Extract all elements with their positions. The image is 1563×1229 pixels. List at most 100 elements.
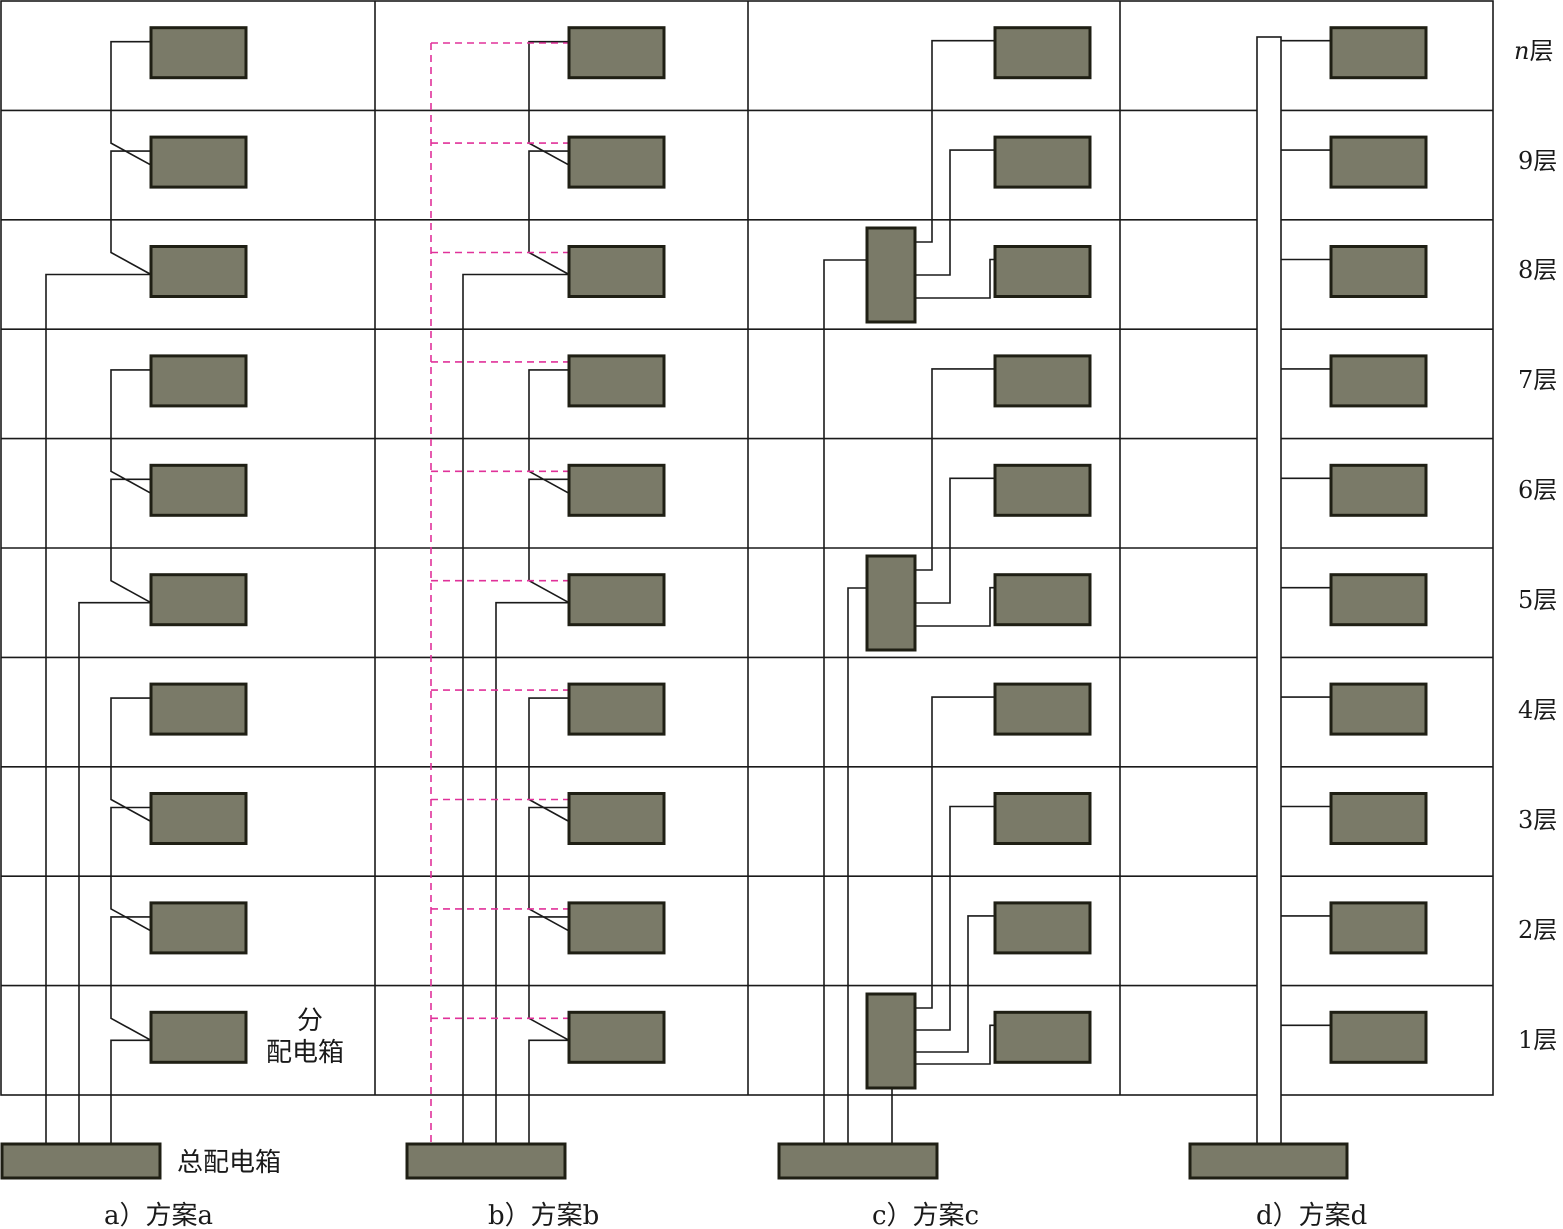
busway-riser-d	[1256, 36, 1282, 1145]
sub-box-b-floor-5	[567, 573, 666, 627]
floor-label-6: 6层	[1518, 476, 1557, 504]
riser-c-2	[847, 587, 867, 1144]
sub-box-a-floor-7	[149, 354, 248, 408]
chain-link-b	[528, 916, 570, 1042]
sub-box-b-floor-2	[567, 901, 666, 955]
floor-label-8: 8层	[1518, 256, 1557, 284]
riser-b-2	[495, 601, 569, 1144]
floor-label-n-suffix: 层	[1529, 37, 1553, 65]
riser-c-1	[823, 259, 867, 1144]
sub-box-d-floor-4	[1329, 682, 1428, 736]
riser-b-1	[462, 273, 569, 1144]
chain-link-a	[110, 478, 152, 604]
sub-box-c-floor-5	[993, 573, 1092, 627]
floor-label-n-prefix: n	[1514, 37, 1529, 65]
sub-box-d-floor-7	[1329, 354, 1428, 408]
sub-box-b-floor-3	[567, 792, 666, 845]
intermediate-box-c-2	[865, 554, 917, 652]
sub-box-a-floor-8	[149, 245, 248, 298]
chain-link-b	[528, 806, 570, 932]
main-box-callout: 总配电箱	[177, 1148, 281, 1178]
branch-c	[915, 696, 995, 1009]
sub-box-callout-line1: 分	[297, 1006, 323, 1036]
sub-box-c-floor-n	[993, 26, 1092, 80]
chain-link-b	[528, 150, 570, 276]
branch-c	[915, 477, 995, 604]
sub-box-c-floor-2	[993, 901, 1092, 955]
floor-label-n: n层	[1514, 37, 1553, 65]
sub-box-a-floor-3	[149, 792, 248, 845]
sub-box-callout-line2: 配电箱	[266, 1038, 344, 1068]
floor-label-7: 7层	[1518, 366, 1557, 394]
chain-link-a	[110, 916, 152, 1042]
sub-box-b-floor-7	[567, 354, 666, 408]
branch-c	[915, 368, 995, 571]
sub-box-a-floor-6	[149, 463, 248, 517]
sub-box-d-floor-2	[1329, 901, 1428, 955]
caption-scheme-a: a）方案a	[104, 1201, 213, 1229]
chain-link-b	[528, 369, 570, 495]
floor-label-9: 9层	[1518, 147, 1557, 175]
sub-box-d-floor-9	[1329, 135, 1428, 189]
intermediate-box-c-1	[865, 226, 917, 324]
main-box-b	[405, 1142, 567, 1180]
floor-label-3: 3层	[1518, 806, 1557, 834]
sub-box-c-floor-4	[993, 682, 1092, 736]
branch-c	[915, 915, 995, 1053]
sub-box-c-floor-9	[993, 135, 1092, 189]
sub-box-d-floor-n	[1329, 26, 1428, 80]
sub-box-d-floor-5	[1329, 573, 1428, 627]
sub-box-c-floor-1	[993, 1010, 1092, 1064]
branch-c	[915, 149, 995, 276]
sub-box-d-floor-6	[1329, 463, 1428, 517]
sub-box-d-floor-8	[1329, 245, 1428, 298]
riser-a-2	[78, 601, 151, 1144]
riser-a-1	[45, 273, 151, 1144]
caption-scheme-c: c）方案c	[872, 1201, 979, 1229]
branch-c	[915, 1024, 995, 1065]
sub-box-b-floor-9	[567, 135, 666, 189]
sub-box-a-floor-9	[149, 135, 248, 189]
sub-box-c-floor-6	[993, 463, 1092, 517]
sub-box-c-floor-7	[993, 354, 1092, 408]
main-box-d	[1188, 1142, 1349, 1180]
branch-c	[915, 258, 995, 299]
intermediate-box-c-3	[865, 992, 917, 1090]
floor-labels: n层 9层 8层 7层 6层 5层 4层 3层 2层 1层	[1514, 37, 1557, 1054]
sub-box-a-floor-2	[149, 901, 248, 955]
sub-box-a-floor-1	[149, 1010, 248, 1064]
caption-scheme-d: d）方案d	[1256, 1201, 1367, 1229]
riser-b-3	[528, 1039, 569, 1144]
chain-link-a	[110, 806, 152, 932]
branch-c	[915, 805, 995, 1031]
sub-box-b-floor-8	[567, 245, 666, 298]
floor-label-5: 5层	[1518, 586, 1557, 614]
sub-box-c-floor-8	[993, 245, 1092, 298]
sub-box-d-floor-3	[1329, 792, 1428, 845]
caption-scheme-b: b）方案b	[488, 1201, 599, 1229]
floor-label-1: 1层	[1518, 1026, 1557, 1054]
chain-link-a	[110, 369, 152, 495]
sub-box-b-floor-4	[567, 682, 666, 736]
floor-label-2: 2层	[1518, 916, 1557, 944]
chain-link-a	[110, 697, 152, 823]
main-box-c	[777, 1142, 939, 1180]
sub-box-b-floor-n	[567, 26, 666, 80]
chain-link-a	[110, 40, 152, 166]
scheme-b-dashed-links	[430, 42, 569, 1144]
sub-box-c-floor-3	[993, 792, 1092, 845]
sub-box-b-floor-1	[567, 1010, 666, 1064]
chain-link-b	[528, 697, 570, 823]
main-box-a	[0, 1142, 162, 1180]
building-grid	[0, 0, 1494, 1096]
floor-label-4: 4层	[1518, 696, 1557, 724]
chain-link-b	[528, 40, 570, 166]
sub-box-a-floor-4	[149, 682, 248, 736]
branch-c	[915, 39, 995, 243]
sub-box-a-floor-5	[149, 573, 248, 627]
distribution-boxes	[0, 26, 1428, 1180]
chain-link-b	[528, 478, 570, 604]
sub-box-a-floor-n	[149, 26, 248, 80]
sub-box-b-floor-6	[567, 463, 666, 517]
